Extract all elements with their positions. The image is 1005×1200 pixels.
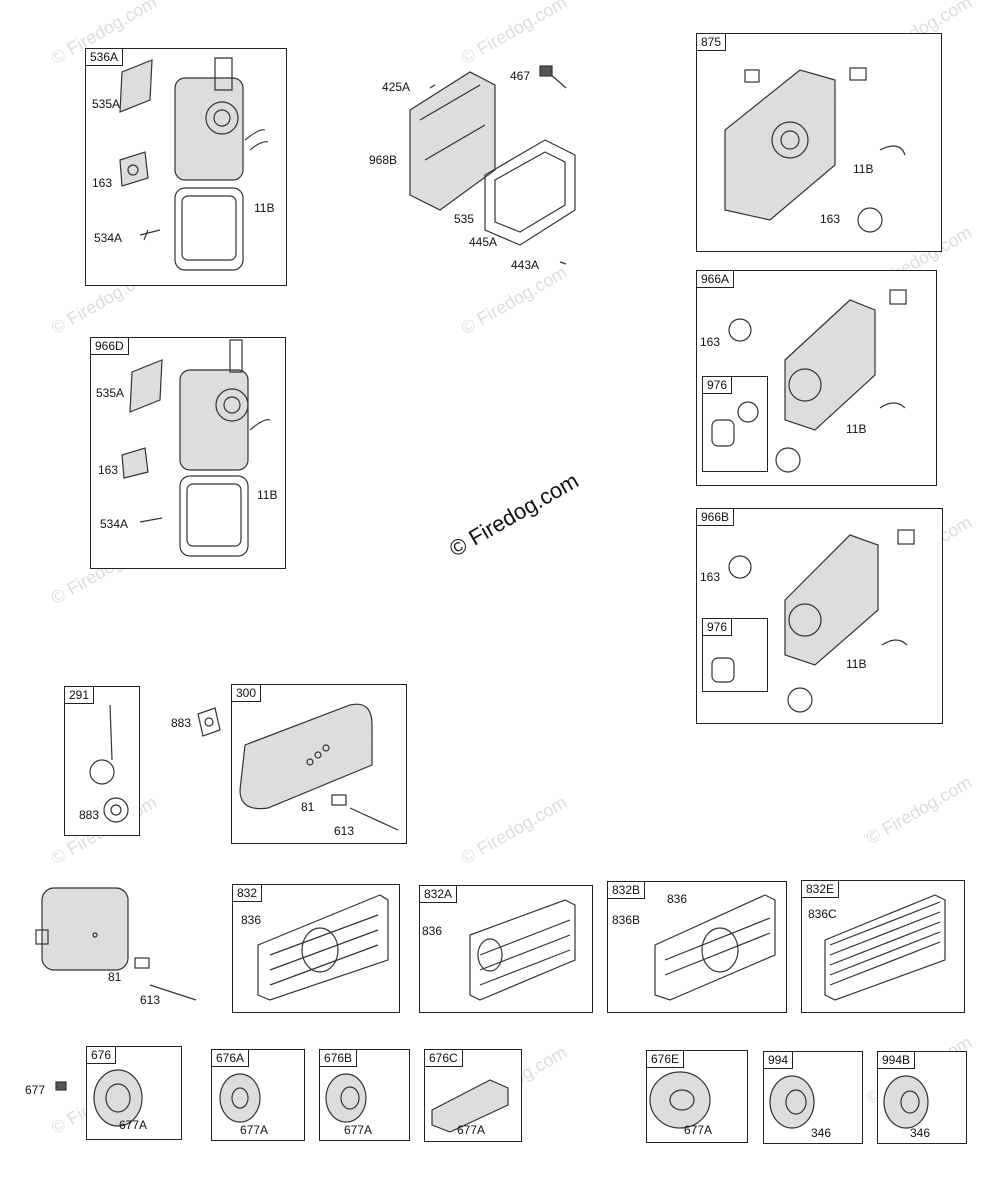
part-label: 883	[171, 716, 192, 730]
part-label: 11B	[254, 201, 275, 215]
part-label: 11B	[846, 657, 867, 671]
gasket-883-drawing	[197, 707, 221, 737]
panel-976[interactable]: 976	[702, 618, 768, 692]
part-label: 677A	[240, 1123, 269, 1137]
part-label: 836	[241, 913, 262, 927]
part-label: 163	[700, 335, 721, 349]
part-label: 677A	[684, 1123, 713, 1137]
part-label: 883	[79, 808, 100, 822]
panel-tag: 875	[697, 34, 727, 51]
panel-tag: 676E	[647, 1051, 685, 1068]
part-label: 836	[667, 892, 688, 906]
air-cleaner-966D-drawing	[121, 339, 271, 557]
panel-tag: 300	[232, 685, 262, 702]
part-label: 163	[700, 570, 721, 584]
panel-tag: 676C	[425, 1050, 463, 1067]
part-label: 445A	[469, 235, 498, 249]
part-label: 613	[334, 824, 355, 838]
air-filter-assembly-drawing	[409, 65, 576, 265]
part-label: 346	[910, 1126, 931, 1140]
part-label: 81	[108, 970, 122, 984]
part-label: 677A	[457, 1123, 486, 1137]
watermark: © Firedog.com	[457, 261, 571, 339]
watermark: © Firedog.com	[457, 791, 571, 869]
part-label: 11B	[846, 422, 867, 436]
deflector-676-drawing	[93, 1069, 143, 1127]
air-cleaner-base-drawing	[119, 57, 269, 271]
part-label: 534A	[100, 517, 129, 531]
deflector-994-drawing	[769, 1075, 815, 1129]
deflector-676C-drawing	[431, 1079, 509, 1133]
center-watermark: © Firedog.com	[445, 467, 583, 562]
part-label: 163	[92, 176, 113, 190]
panel-tag: 976	[703, 377, 733, 394]
part-label: 677A	[344, 1123, 373, 1137]
panel-tag: 536A	[86, 49, 124, 66]
part-label: 836C	[808, 907, 837, 921]
deflector-676A-drawing	[219, 1073, 261, 1123]
panel-tag: 676A	[212, 1050, 250, 1067]
panel-tag: 976	[703, 619, 733, 636]
part-label: 425A	[382, 80, 411, 94]
deflector-676E-drawing	[649, 1071, 711, 1129]
part-label: 968B	[369, 153, 398, 167]
deflector-994B-drawing	[883, 1075, 929, 1129]
part-label: 163	[98, 463, 119, 477]
part-label: 836	[422, 924, 443, 938]
panel-tag: 966A	[697, 271, 735, 288]
panel-976[interactable]: 976	[702, 376, 768, 472]
part-label: 81	[301, 800, 315, 814]
muffler-guard-832-drawing	[257, 894, 389, 1001]
panel-tag: 676	[87, 1047, 117, 1064]
panel-tag: 832	[233, 885, 263, 902]
screw-677-drawing	[55, 1081, 67, 1091]
muffler-guard-832E-drawing	[824, 894, 946, 1001]
part-label: 535A	[92, 97, 121, 111]
part-label: 467	[510, 69, 531, 83]
part-label: 677A	[119, 1118, 148, 1132]
panel-tag: 966D	[91, 338, 129, 355]
panel-tag: 291	[65, 687, 95, 704]
muffler-300-drawing	[239, 703, 399, 831]
panel-832E[interactable]: 832E	[801, 880, 965, 1013]
air-cleaner-966A-drawing	[711, 289, 907, 473]
watermark: © Firedog.com	[457, 0, 571, 69]
panel-tag: 832E	[802, 881, 840, 898]
panel-tag: 994B	[878, 1052, 916, 1069]
panel-tag: 676B	[320, 1050, 358, 1067]
part-label: 613	[140, 993, 161, 1007]
panel-832[interactable]: 832	[232, 884, 400, 1013]
part-label: 163	[820, 212, 841, 226]
watermark: © Firedog.com	[862, 771, 976, 849]
air-cleaner-966B-drawing	[711, 529, 915, 713]
part-label: 534A	[94, 231, 123, 245]
panel-291[interactable]: 291	[64, 686, 140, 836]
muffler-guard-832B-drawing	[654, 894, 776, 1001]
panel-tag: 994	[764, 1052, 794, 1069]
muffler-drawing	[35, 887, 197, 1001]
deflector-676B-drawing	[325, 1073, 367, 1123]
part-label: 346	[811, 1126, 832, 1140]
panel-tag: 832A	[420, 886, 458, 903]
part-label: 836B	[612, 913, 641, 927]
part-label: 677	[25, 1083, 46, 1097]
part-label: 535	[454, 212, 475, 226]
carburetor-base-drawing	[724, 67, 906, 233]
panel-tag: 832B	[608, 882, 646, 899]
panel-832A[interactable]: 832A	[419, 885, 593, 1013]
part-label: 535A	[96, 386, 125, 400]
muffler-guard-291-drawing	[89, 704, 129, 823]
part-label: 11B	[853, 162, 874, 176]
part-label: 443A	[511, 258, 540, 272]
panel-tag: 966B	[697, 509, 735, 526]
muffler-guard-832A-drawing	[469, 899, 576, 1001]
part-label: 11B	[257, 488, 278, 502]
